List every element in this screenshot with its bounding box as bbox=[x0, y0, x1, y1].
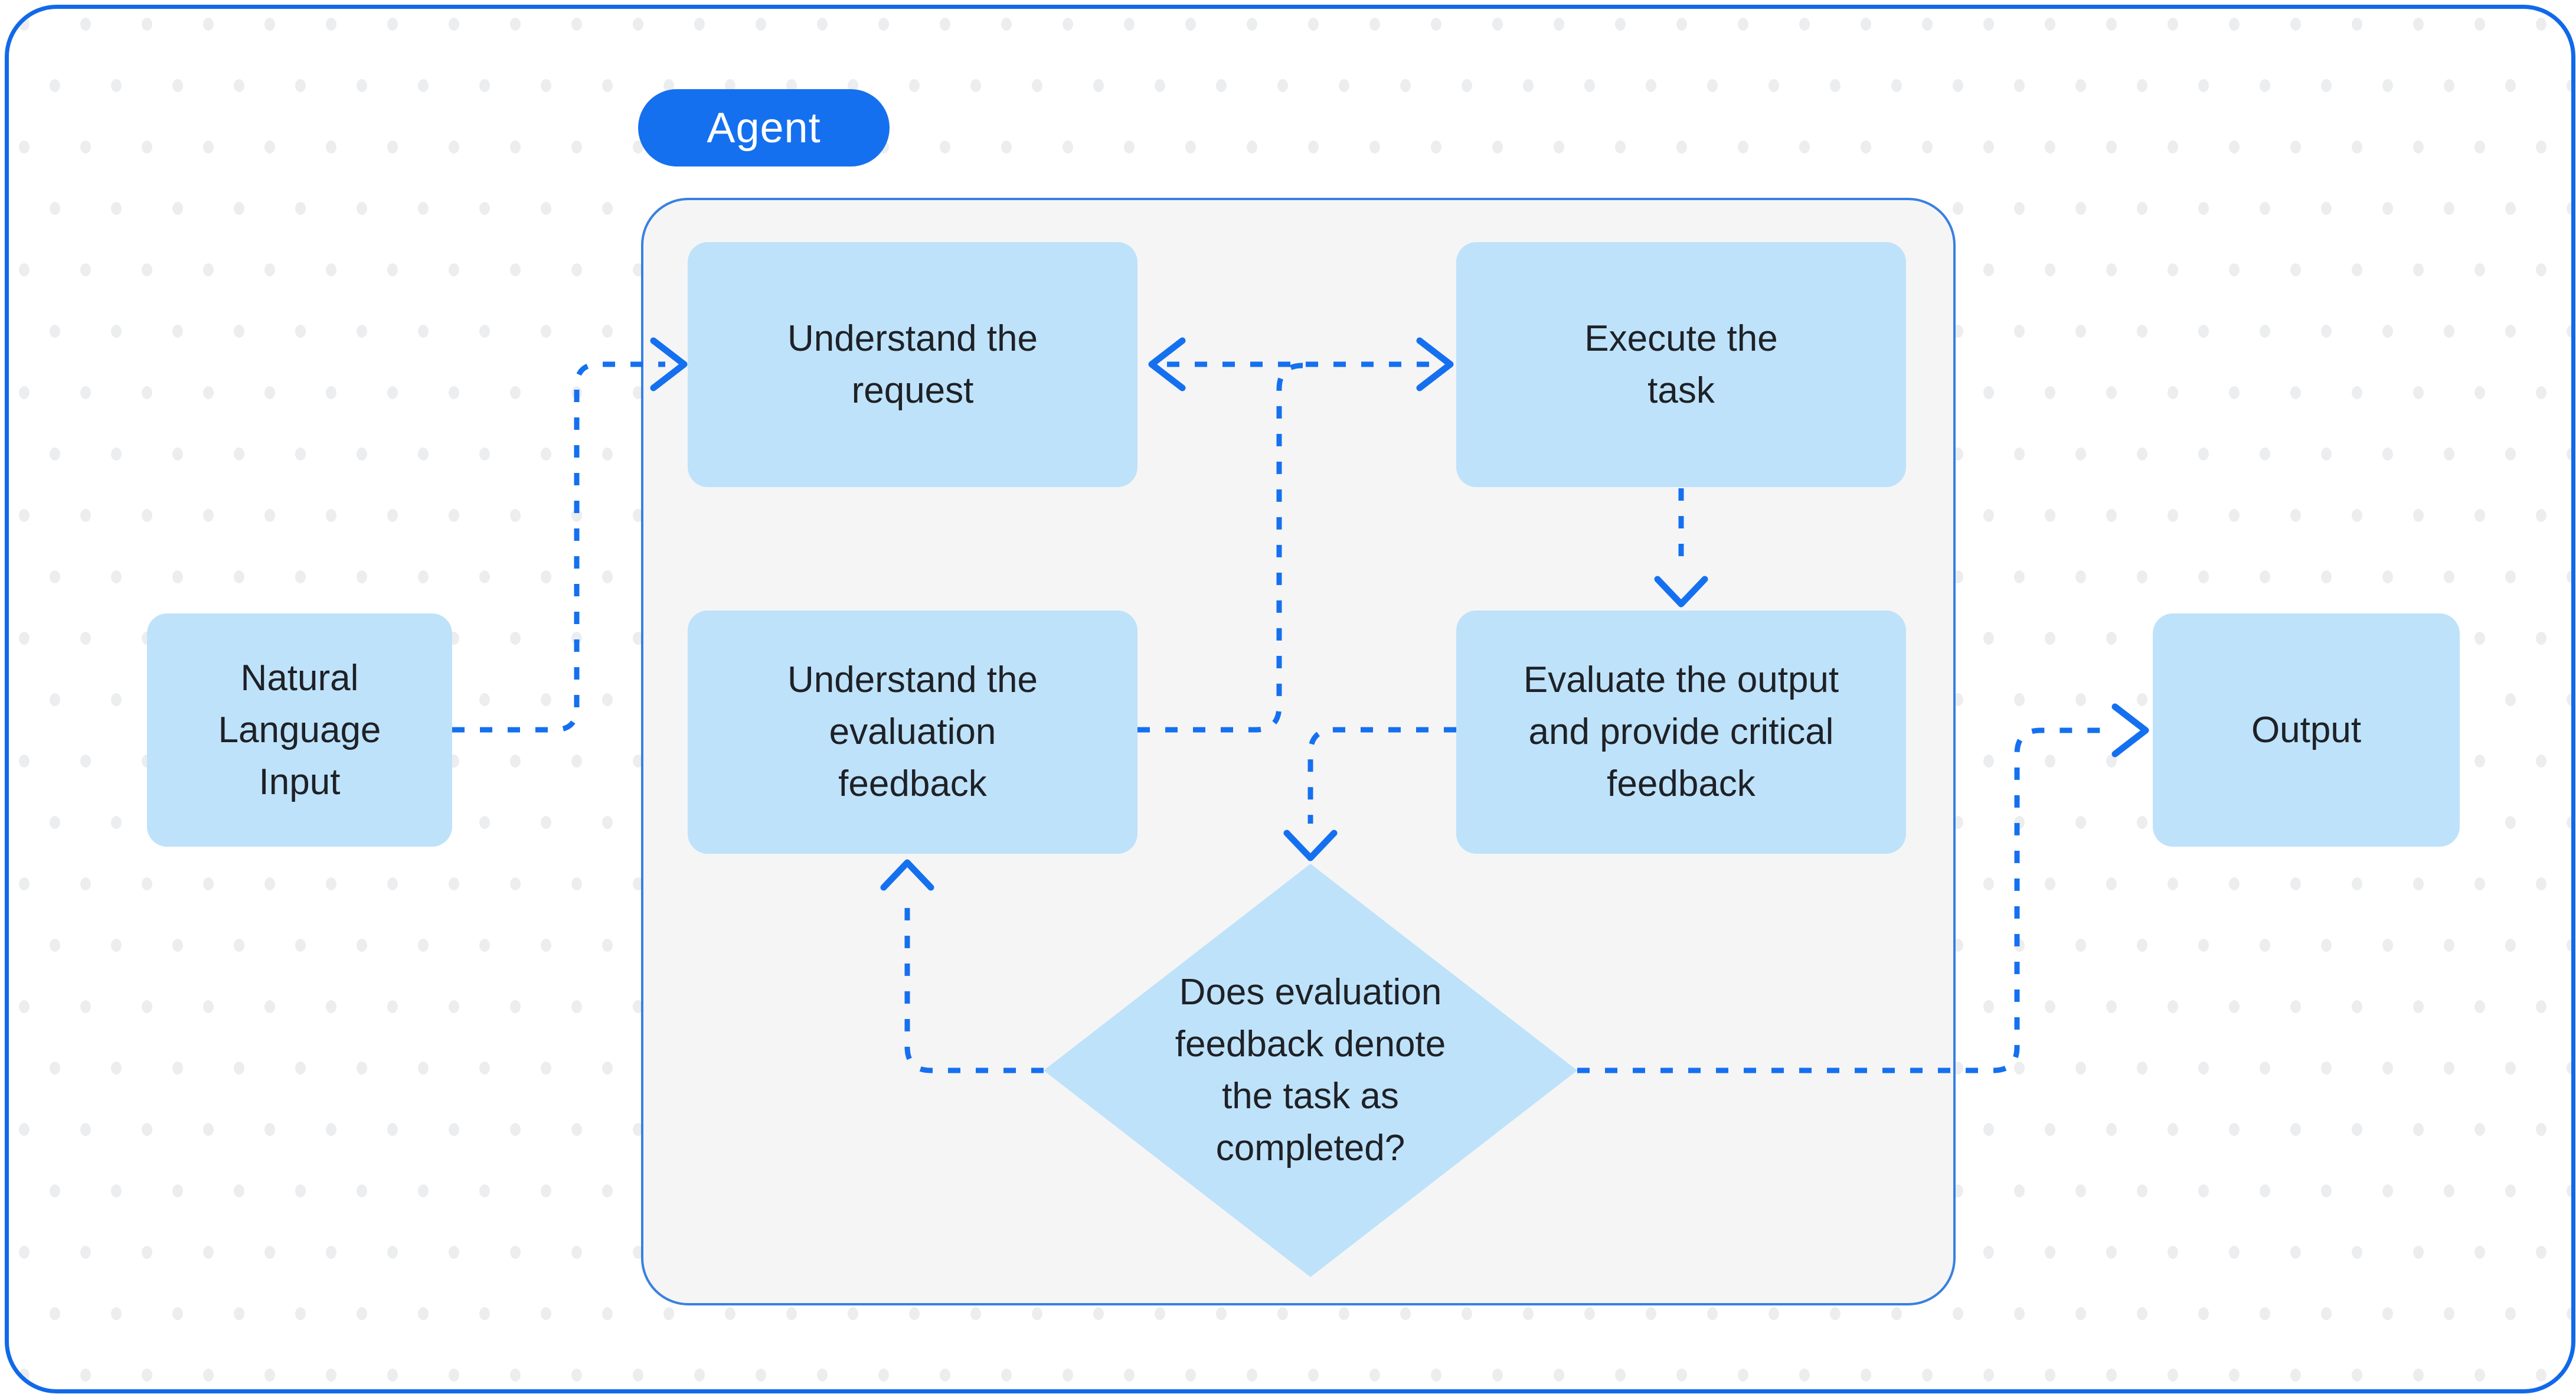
node-evaluate-output: Evaluate the output and provide critical… bbox=[1456, 611, 1906, 854]
node-understand-evaluation-feedback: Understand the evaluation feedback bbox=[688, 611, 1137, 854]
node-label: Understand the evaluation feedback bbox=[787, 660, 1038, 804]
agent-badge: Agent bbox=[638, 89, 890, 167]
node-output: Output bbox=[2153, 613, 2460, 847]
node-label: Does evaluation feedback denote the task… bbox=[1175, 972, 1446, 1168]
node-label: Natural Language Input bbox=[218, 657, 381, 802]
outer-frame: Agent Natural Langu bbox=[5, 5, 2575, 1393]
node-label: Execute the task bbox=[1584, 318, 1778, 411]
node-label: Evaluate the output and provide critical… bbox=[1523, 660, 1839, 804]
arrowhead-into-output bbox=[2111, 703, 2149, 758]
node-label: Understand the request bbox=[787, 318, 1038, 411]
node-understand-request: Understand the request bbox=[688, 242, 1137, 487]
node-execute-task: Execute the task bbox=[1456, 242, 1906, 487]
node-label: Output bbox=[2251, 709, 2362, 750]
edge-nli-to-understand-request bbox=[452, 361, 665, 733]
node-natural-language-input: Natural Language Input bbox=[147, 613, 452, 847]
agent-badge-label: Agent bbox=[707, 104, 821, 152]
